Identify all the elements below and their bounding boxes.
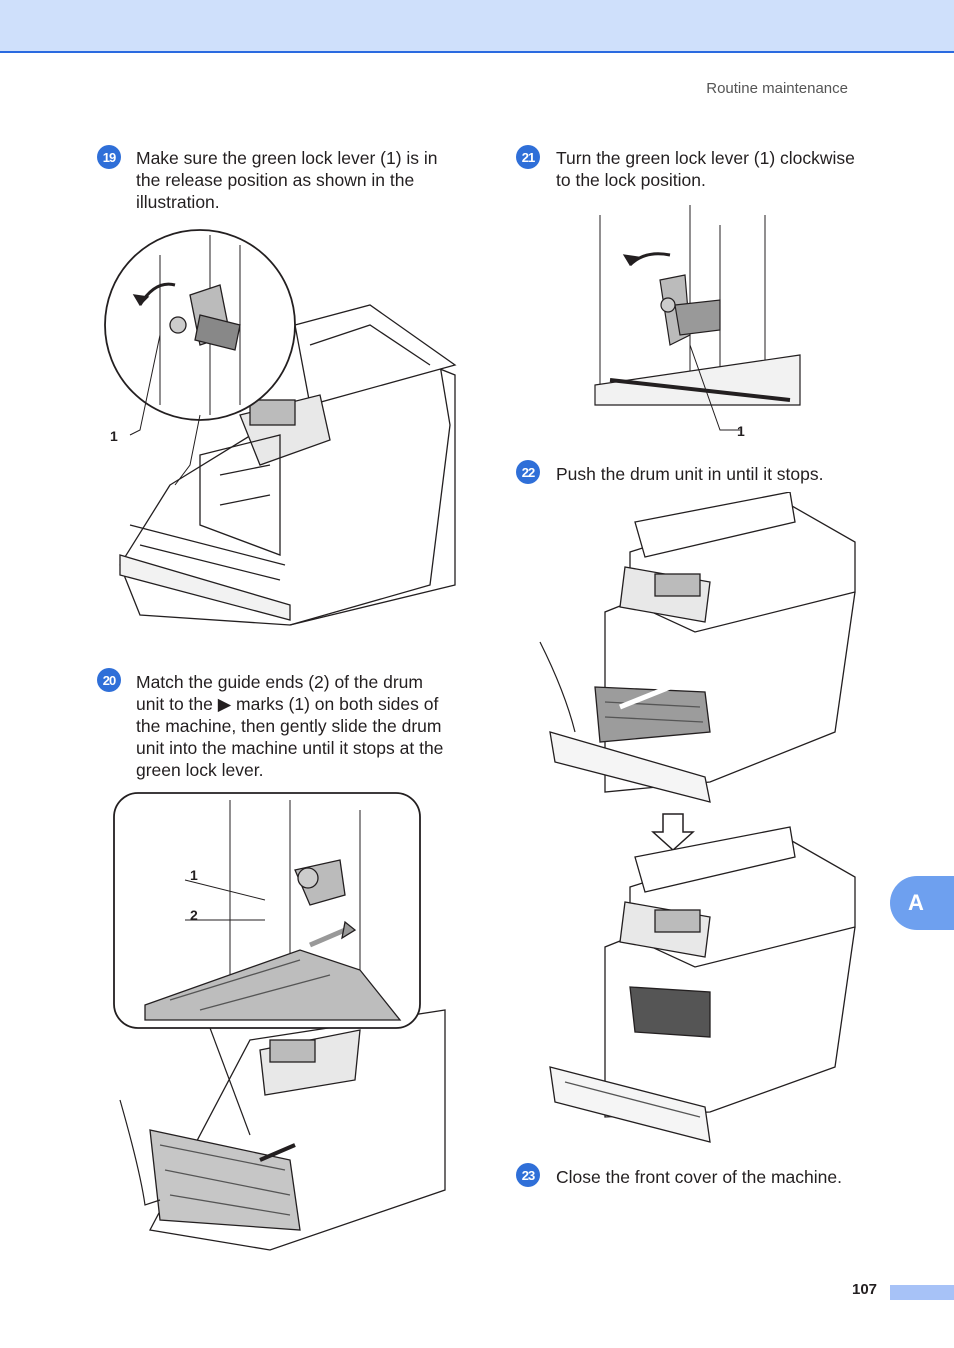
fig20-callout-2: 2: [190, 907, 198, 923]
fig21-callout-1: 1: [737, 423, 745, 439]
page-number: 107: [852, 1281, 878, 1298]
step-20-line-2: unit to the ▶ marks (1) on both sides of: [136, 694, 439, 714]
step-19-line-2: the release position as shown in the: [136, 170, 415, 190]
appendix-tab-label: A: [908, 890, 924, 915]
step-20-line-1: Match the guide ends (2) of the drum: [136, 672, 423, 692]
step-20-illustration: [100, 790, 455, 1255]
step-23-line-1: Close the front cover of the machine.: [556, 1167, 842, 1187]
step-19-line-1: Make sure the green lock lever (1) is in: [136, 148, 438, 168]
step-22-line-1: Push the drum unit in until it stops.: [556, 464, 824, 484]
step-20-line-5: green lock lever.: [136, 760, 264, 780]
step-21-illustration: [590, 205, 805, 435]
step-23-text: Close the front cover of the machine.: [556, 1166, 842, 1188]
fig19-callout-1: 1: [110, 428, 118, 444]
step-19-text: Make sure the green lock lever (1) is in…: [136, 147, 438, 213]
step-19-badge: 19: [97, 145, 121, 169]
step-20-text: Match the guide ends (2) of the drum uni…: [136, 671, 443, 781]
step-22-badge: 22: [516, 460, 540, 484]
step-20-line-3: the machine, then gently slide the drum: [136, 716, 442, 736]
step-20-line-4: unit into the machine until it stops at …: [136, 738, 444, 758]
step-21-line-1: Turn the green lock lever (1) clockwise: [556, 148, 855, 168]
section-title: Routine maintenance: [706, 80, 848, 97]
step-19-illustration: [100, 225, 460, 630]
step-21-text: Turn the green lock lever (1) clockwise …: [556, 147, 855, 191]
appendix-tab: A: [890, 876, 954, 930]
step-20-badge: 20: [97, 668, 121, 692]
fig20-callout-1: 1: [190, 867, 198, 883]
step-19-line-3: illustration.: [136, 192, 220, 212]
step-21-badge: 21: [516, 145, 540, 169]
step-22-text: Push the drum unit in until it stops.: [556, 463, 824, 485]
page-number-strip: [890, 1285, 954, 1300]
header-band: [0, 0, 954, 53]
step-23-badge: 23: [516, 1163, 540, 1187]
step-21-line-2: to the lock position.: [556, 170, 706, 190]
step-22-illustration: [535, 492, 860, 1152]
